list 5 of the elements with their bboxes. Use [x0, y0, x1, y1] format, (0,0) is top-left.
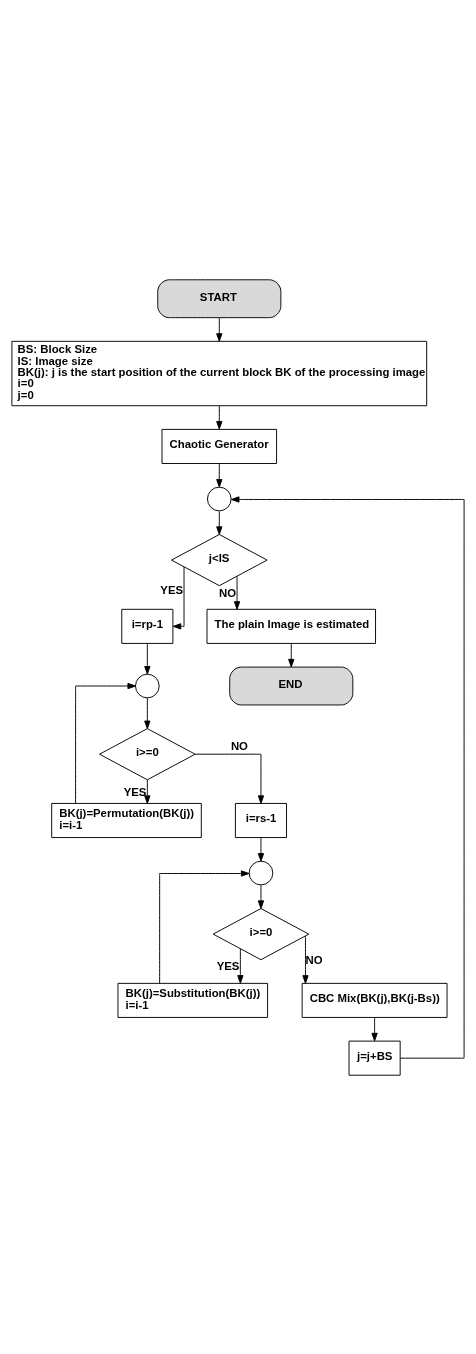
edge-label: YES [216, 959, 240, 972]
edge-label: NO [219, 586, 237, 599]
edge-label: YES [123, 785, 147, 798]
edge-label: YES [160, 583, 184, 596]
edge-label: NO [230, 739, 248, 752]
